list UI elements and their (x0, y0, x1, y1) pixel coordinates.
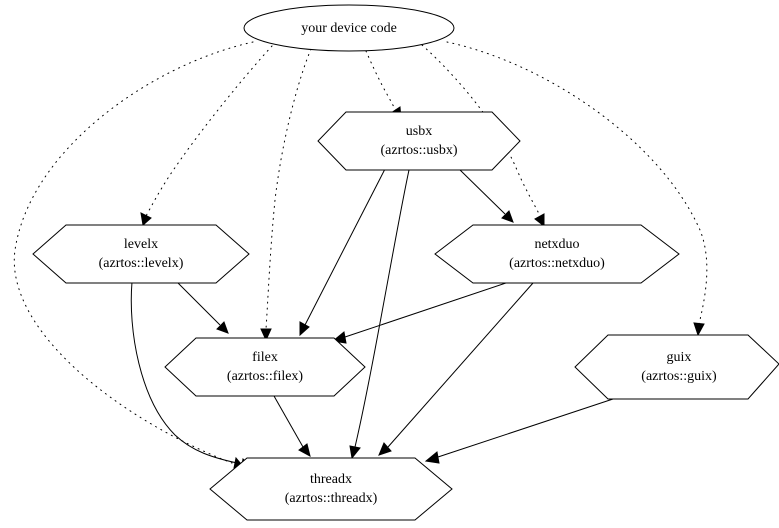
node-levelx-label-line2: (azrtos::levelx) (99, 256, 184, 271)
node-filex[interactable]: filex (azrtos::filex) (164, 337, 366, 397)
node-threadx[interactable]: threadx (azrtos::threadx) (209, 457, 453, 521)
node-guix-shape (574, 334, 779, 400)
node-layer: your device code usbx (azrtos::usbx) lev… (32, 4, 779, 521)
node-device[interactable]: your device code (243, 4, 455, 52)
edge-device-to-guix (446, 41, 708, 337)
node-guix-label-line1: guix (667, 350, 692, 365)
edge-netxduo-to-threadx (378, 282, 534, 456)
node-guix-label-line2: (azrtos::guix) (641, 369, 717, 384)
node-netxduo-label-line1: netxduo (534, 237, 579, 252)
node-device-shape (243, 4, 455, 52)
edge-usbx-to-threadx (349, 169, 410, 460)
node-usbx-label-line2: (azrtos::usbx) (381, 143, 458, 158)
node-netxduo-shape (434, 224, 680, 284)
edge-device-to-levelx (140, 45, 273, 226)
node-levelx-shape (32, 224, 250, 284)
node-netxduo-label-line2: (azrtos::netxduo) (509, 256, 605, 271)
node-device-label: your device code (301, 21, 397, 36)
node-usbx[interactable]: usbx (azrtos::usbx) (317, 111, 521, 171)
edge-guix-to-threadx (424, 398, 614, 464)
node-threadx-label-line2: (azrtos::threadx) (285, 491, 378, 506)
edge-layer (13, 41, 708, 471)
edge-usbx-to-filex (299, 168, 386, 337)
node-filex-label-line2: (azrtos::filex) (227, 369, 304, 384)
node-filex-shape (164, 337, 366, 397)
node-threadx-label-line1: threadx (310, 472, 352, 487)
node-usbx-label-line1: usbx (406, 124, 432, 139)
node-netxduo[interactable]: netxduo (azrtos::netxduo) (434, 224, 680, 284)
edge-netxduo-to-filex (331, 281, 510, 344)
node-guix[interactable]: guix (azrtos::guix) (574, 334, 779, 400)
node-filex-label-line1: filex (252, 350, 278, 365)
edge-usbx-to-netxduo (457, 167, 514, 223)
edge-device-to-usbx (365, 50, 402, 120)
node-usbx-shape (317, 111, 521, 171)
node-levelx-label-line1: levelx (124, 237, 158, 252)
node-levelx[interactable]: levelx (azrtos::levelx) (32, 224, 250, 284)
edge-filex-to-threadx (273, 395, 311, 457)
node-threadx-shape (209, 457, 453, 521)
edge-device-to-filex (260, 48, 312, 342)
edge-levelx-to-filex (175, 280, 229, 334)
